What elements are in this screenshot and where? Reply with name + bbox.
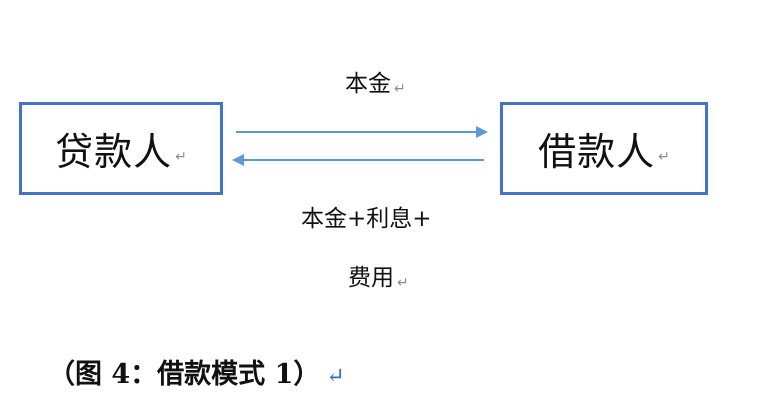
- paragraph-mark-icon: ↵: [394, 81, 406, 97]
- lender-box: 贷款人↵: [19, 102, 223, 195]
- caption-text: （图 4：借款模式 1）: [48, 359, 321, 390]
- paragraph-mark-icon: ↵: [326, 364, 345, 389]
- principal-flow-label: 本金↵: [345, 64, 406, 98]
- principal-text: 本金: [345, 71, 391, 97]
- borrower-box: 借款人↵: [500, 102, 708, 195]
- borrower-label: 借款人: [538, 130, 656, 174]
- repayment-flow-label-line1: 本金+利息+: [301, 199, 432, 233]
- paragraph-mark-icon: ↵: [658, 148, 670, 165]
- paragraph-mark-icon: ↵: [397, 275, 409, 291]
- repayment-text-line2: 费用: [348, 265, 394, 291]
- repayment-text-line1: 本金+利息+: [301, 206, 432, 232]
- lender-label: 贷款人: [55, 130, 173, 174]
- figure-caption: （图 4：借款模式 1）↵: [48, 352, 345, 391]
- repayment-flow-label-line2: 费用↵: [348, 258, 409, 292]
- paragraph-mark-icon: ↵: [175, 148, 187, 165]
